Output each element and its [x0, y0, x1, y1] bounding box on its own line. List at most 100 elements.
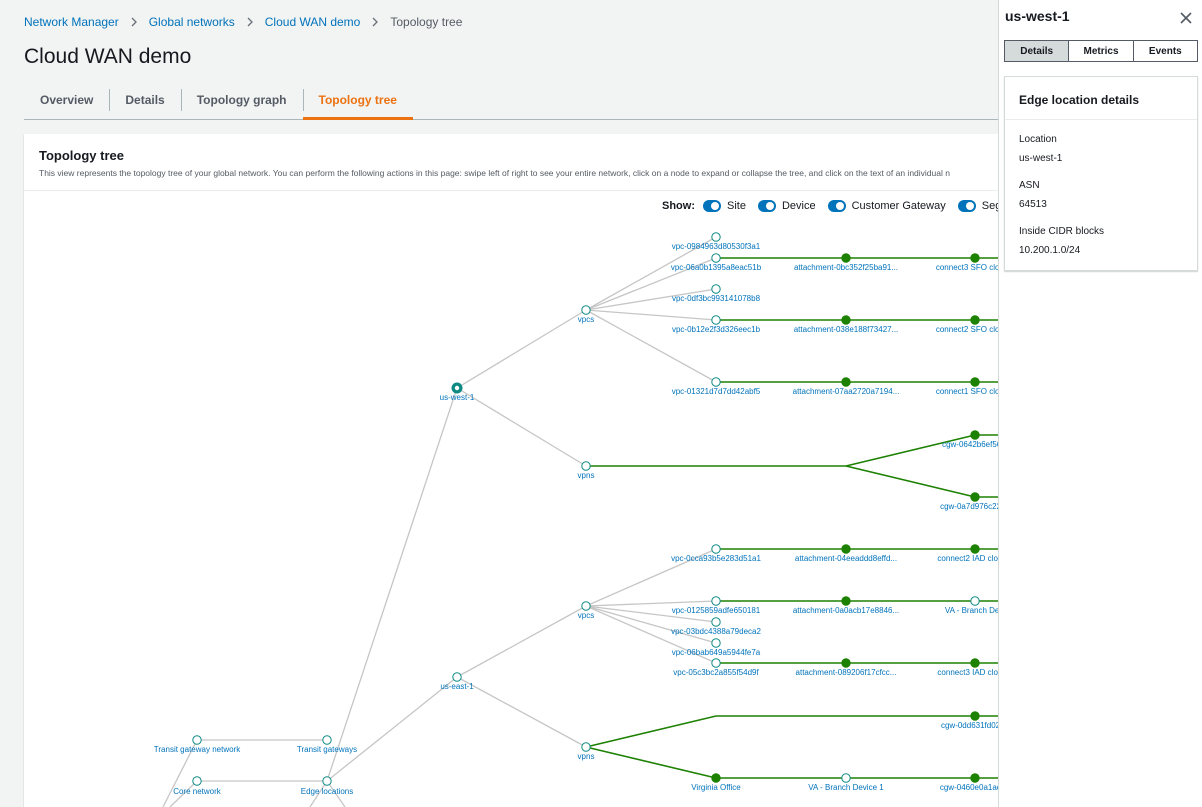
show-filters: Show: Site Device Customer Gateway Segme…: [662, 200, 998, 212]
tree-node-label[interactable]: cgw-0460e0a1ae5a: [940, 783, 998, 792]
tab-details[interactable]: Details: [109, 80, 180, 119]
tree-node-vpcs-west[interactable]: vpcs: [578, 305, 594, 324]
tree-node-label[interactable]: connect3 SFO cloudw: [936, 263, 998, 272]
tree-node-label[interactable]: vpc-0b12e2f3d326eec1b: [672, 325, 761, 334]
tree-node-connect2-iad[interactable]: connect2 IAD cloudw: [937, 544, 998, 563]
tree-node-vpcs-east[interactable]: vpcs: [578, 601, 594, 620]
tree-node-cgw-0460e0a1ae5a[interactable]: cgw-0460e0a1ae5a: [940, 773, 998, 792]
tree-node-label[interactable]: vpc-05c3bc2a855f54d9f: [673, 668, 759, 677]
tree-node-label[interactable]: us-west-1: [440, 393, 475, 402]
tree-node-label[interactable]: connect2 IAD cloudw: [937, 554, 998, 563]
tree-node-us-east-1[interactable]: us-east-1: [440, 672, 474, 691]
node-circle: [711, 253, 721, 263]
tree-node-vpc-0cca93b5e283d51a1[interactable]: vpc-0cca93b5e283d51a1: [671, 544, 761, 563]
tree-node-edge-locations[interactable]: Edge locations: [301, 776, 353, 796]
breadcrumb-network-manager[interactable]: Network Manager: [24, 15, 119, 29]
tree-node-att-038e18[interactable]: attachment-038e188f73427...: [794, 315, 899, 334]
tree-link: [169, 780, 198, 807]
tree-node-va-branch-device-1[interactable]: VA - Branch Device 1: [808, 773, 884, 792]
tree-node-va-branch-devi[interactable]: VA - Branch Devi: [945, 596, 998, 615]
tree-node-label[interactable]: attachment-0a0acb17e8846...: [793, 606, 899, 615]
toggle-segment[interactable]: [957, 200, 976, 212]
tree-node-label[interactable]: attachment-089206f17cfcc...: [796, 668, 897, 677]
tree-node-label[interactable]: Edge locations: [301, 787, 353, 796]
tree-node-label[interactable]: connect1 SFO cloudw: [936, 387, 998, 396]
tree-node-label[interactable]: vpcs: [578, 315, 594, 324]
tree-node-connect3-iad[interactable]: connect3 IAD cloudw: [937, 658, 998, 677]
tree-node-label[interactable]: vpns: [578, 471, 595, 480]
tab-overview[interactable]: Overview: [40, 92, 94, 107]
toggle-site[interactable]: [703, 200, 721, 212]
tree-node-label[interactable]: attachment-04eeaddd8effd...: [795, 554, 897, 563]
field-value: 64513: [1019, 199, 1047, 210]
tree-node-label[interactable]: vpc-01321d7d7dd42abf5: [672, 387, 761, 396]
tree-node-label[interactable]: connect3 IAD cloudw: [937, 668, 998, 677]
side-tab-metrics[interactable]: Metrics: [1068, 41, 1133, 61]
tree-node-label[interactable]: Transit gateway network: [154, 745, 241, 754]
tree-node-core-network[interactable]: Core network: [173, 776, 222, 796]
tree-node-att-0bc352[interactable]: attachment-0bc352f25ba91...: [794, 253, 898, 272]
tree-node-label[interactable]: vpc-0125859adfe650181: [672, 606, 761, 615]
tree-node-vpc-0984963d80530f3a1[interactable]: vpc-0984963d80530f3a1: [672, 232, 761, 251]
breadcrumb-global-networks[interactable]: Global networks: [148, 15, 235, 29]
tree-node-label[interactable]: vpc-0cca93b5e283d51a1: [671, 554, 761, 563]
tab-topology-graph[interactable]: Topology graph: [180, 80, 303, 119]
side-tab-details[interactable]: Details: [1005, 41, 1069, 61]
node-circle: [970, 377, 980, 387]
tree-node-label[interactable]: Core network: [173, 787, 222, 796]
tree-node-cgw-0dd631fd0223[interactable]: cgw-0dd631fd0223: [941, 711, 998, 730]
tree-node-vpc-01321d7d7dd42abf5[interactable]: vpc-01321d7d7dd42abf5: [672, 377, 761, 396]
close-icon[interactable]: [1178, 10, 1194, 26]
tree-node-connect1-sfo[interactable]: connect1 SFO cloudw: [936, 377, 998, 396]
tree-node-label[interactable]: vpns: [578, 752, 595, 761]
tree-node-att-04eead[interactable]: attachment-04eeaddd8effd...: [795, 544, 897, 563]
tree-node-label[interactable]: vpc-0df3bc993141078b8: [672, 294, 761, 303]
tree-node-label[interactable]: VA - Branch Devi: [945, 606, 998, 615]
tree-node-label[interactable]: cgw-0642b6ef56f5: [942, 440, 998, 449]
tree-node-vpc-06bab649a5944fe7a[interactable]: vpc-06bab649a5944fe7a: [672, 638, 761, 657]
tree-node-vpc-03bdc4388a79deca2[interactable]: vpc-03bdc4388a79deca2: [671, 617, 761, 636]
tree-node-transit-gateways[interactable]: Transit gateways: [297, 735, 357, 754]
tree-node-att-089206[interactable]: attachment-089206f17cfcc...: [796, 658, 897, 677]
tree-link-active: [585, 715, 975, 748]
tree-node-label[interactable]: cgw-0a7d976c22d0: [940, 502, 998, 511]
field-label: Location: [1019, 134, 1057, 145]
tree-node-vpc-06a0b1395a8eac51b[interactable]: vpc-06a0b1395a8eac51b: [671, 253, 762, 272]
tree-node-label[interactable]: VA - Branch Device 1: [808, 783, 884, 792]
tree-node-label[interactable]: vpc-0984963d80530f3a1: [672, 242, 761, 251]
side-tab-events[interactable]: Events: [1132, 41, 1197, 61]
tree-node-label[interactable]: vpc-06a0b1395a8eac51b: [671, 263, 762, 272]
tree-node-label[interactable]: Transit gateways: [297, 745, 357, 754]
tree-node-vpns-west[interactable]: vpns: [578, 461, 595, 480]
tree-node-vpc-0125859adfe650181[interactable]: vpc-0125859adfe650181: [672, 596, 761, 615]
tree-node-connect3-sfo[interactable]: connect3 SFO cloudw: [936, 253, 998, 272]
tree-node-label[interactable]: attachment-0bc352f25ba91...: [794, 263, 898, 272]
tree-node-label[interactable]: attachment-07aa2720a7194...: [793, 387, 900, 396]
toggle-device[interactable]: [757, 200, 776, 212]
tree-node-vpc-0df3bc993141078b8[interactable]: vpc-0df3bc993141078b8: [672, 284, 761, 303]
tree-node-label[interactable]: vpcs: [578, 611, 594, 620]
tree-node-label[interactable]: connect2 SFO cloudw: [936, 325, 998, 334]
tree-node-us-west-1[interactable]: us-west-1: [440, 382, 475, 403]
tree-node-vpns-east[interactable]: vpns: [578, 742, 595, 761]
tree-node-vpc-05c3bc2a855f54d9f[interactable]: vpc-05c3bc2a855f54d9f: [673, 658, 759, 677]
tree-node-label[interactable]: attachment-038e188f73427...: [794, 325, 899, 334]
breadcrumb-cloud-wan-demo[interactable]: Cloud WAN demo: [264, 15, 361, 29]
tree-node-connect2-sfo[interactable]: connect2 SFO cloudw: [936, 315, 998, 334]
tree-node-cgw-0a7d976c22d0[interactable]: cgw-0a7d976c22d0: [940, 492, 998, 511]
toggle-customer-gateway[interactable]: [827, 200, 846, 212]
tree-node-label[interactable]: vpc-03bdc4388a79deca2: [671, 627, 761, 636]
tree-node-vpc-0b12e2f3d326eec1b[interactable]: vpc-0b12e2f3d326eec1b: [672, 315, 761, 334]
tree-node-label[interactable]: us-east-1: [440, 682, 474, 691]
tree-node-virginia-office[interactable]: Virginia Office: [691, 773, 741, 792]
tree-node-label[interactable]: vpc-06bab649a5944fe7a: [672, 648, 761, 657]
tree-node-label[interactable]: Virginia Office: [691, 783, 741, 792]
node-circle: [192, 776, 202, 786]
tab-topology-tree[interactable]: Topology tree: [302, 80, 414, 120]
tree-node-att-0a0acb[interactable]: attachment-0a0acb17e8846...: [793, 596, 899, 615]
tree-node-label[interactable]: cgw-0dd631fd0223: [941, 721, 998, 730]
tree-node-transit-gateway-network[interactable]: Transit gateway network: [154, 735, 241, 754]
tree-node-att-07aa27[interactable]: attachment-07aa2720a7194...: [793, 377, 900, 396]
tree-node-cgw-0642b6ef56f5[interactable]: cgw-0642b6ef56f5: [942, 430, 998, 449]
